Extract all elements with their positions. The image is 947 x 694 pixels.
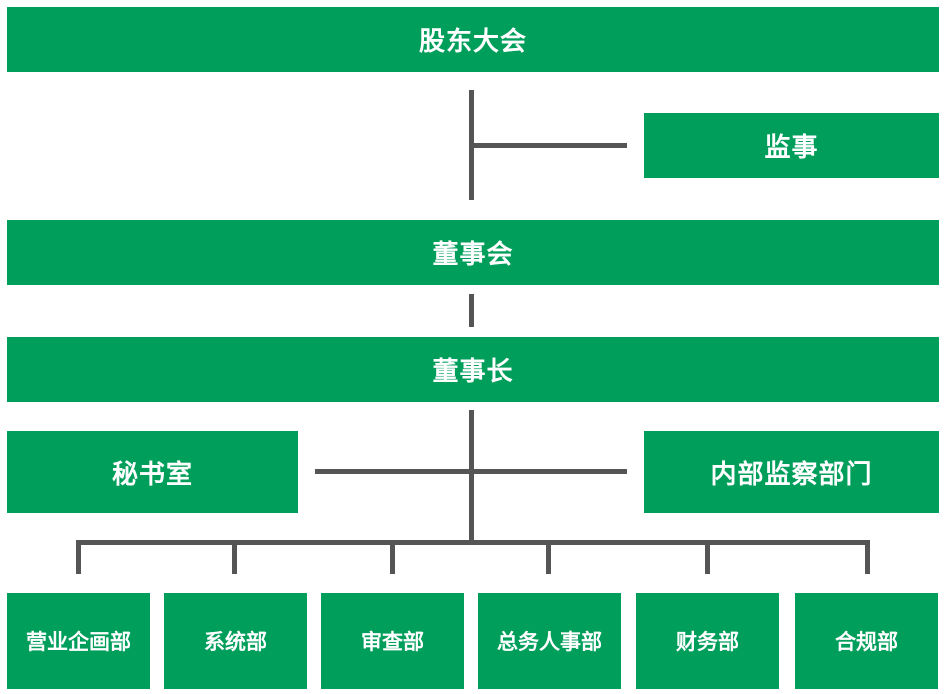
secretariat-box: 秘书室: [7, 431, 298, 513]
connector-staff-offices: [315, 469, 627, 474]
connector-dept-5: [705, 540, 710, 574]
board-box: 董事会: [7, 220, 939, 285]
connector-chairman-departments: [469, 410, 474, 545]
connector-departments-bus: [76, 540, 870, 545]
connector-supervisor: [469, 143, 627, 148]
shareholders-meeting-box: 股东大会: [7, 7, 939, 72]
department-box: 系统部: [164, 593, 307, 689]
department-box: 审查部: [321, 593, 464, 689]
connector-dept-4: [546, 540, 551, 574]
supervisor-box: 监事: [644, 113, 939, 178]
department-box: 合规部: [795, 593, 938, 689]
connector-dept-6: [865, 540, 870, 574]
connector-dept-2: [232, 540, 237, 574]
department-box: 营业企画部: [7, 593, 150, 689]
connector-dept-1: [76, 540, 81, 574]
connector-board-chairman: [469, 294, 474, 327]
department-box: 财务部: [636, 593, 779, 689]
connector-dept-3: [390, 540, 395, 574]
department-box: 总务人事部: [478, 593, 621, 689]
chairman-box: 董事长: [7, 337, 939, 402]
internal-audit-box: 内部监察部门: [644, 431, 939, 513]
